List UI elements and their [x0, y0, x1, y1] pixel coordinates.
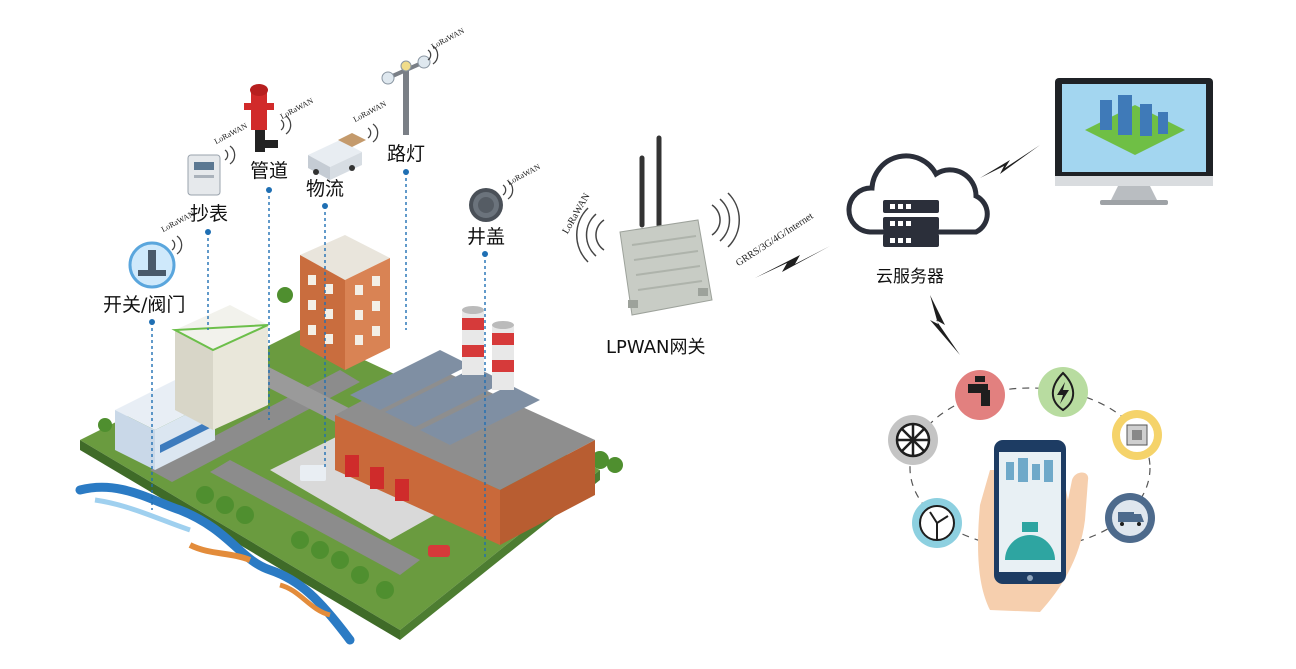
- faucet-icon: [955, 370, 1005, 420]
- truck-icon: [308, 133, 366, 180]
- mobile-app-cluster: [909, 387, 1151, 612]
- label-switch-valve: 开关/阀门: [103, 294, 186, 316]
- sensor-signal-icons: [171, 45, 514, 255]
- truck-app-icon: [1105, 493, 1155, 543]
- gateway-icon: [575, 135, 741, 316]
- city-scene: [75, 235, 623, 645]
- wheel-icon: [888, 415, 938, 465]
- label-pipeline: 管道: [250, 160, 289, 182]
- cloud-server-label: 云服务器: [876, 267, 944, 287]
- chip-icon: [1112, 410, 1162, 460]
- gateway-label: LPWAN网关: [606, 337, 706, 358]
- pin-dots: [149, 169, 488, 325]
- valve-icon: [128, 241, 176, 289]
- pin-lines: [151, 172, 486, 560]
- label-logistics: 物流: [306, 178, 345, 200]
- monitor-icon: [1055, 78, 1213, 205]
- hydrant-icon: [244, 84, 278, 152]
- lightning-icons: [755, 145, 1040, 355]
- energy-icon: [1038, 367, 1088, 417]
- label-manhole: 井盖: [467, 226, 506, 248]
- cloud-server-icon: [846, 153, 990, 247]
- meter-icon: [187, 154, 221, 196]
- label-streetlight: 路灯: [387, 143, 426, 165]
- streetlight-icon: [381, 55, 431, 135]
- label-meter: 抄表: [190, 203, 229, 225]
- fan-icon: [912, 498, 962, 548]
- manhole-icon: [469, 188, 503, 222]
